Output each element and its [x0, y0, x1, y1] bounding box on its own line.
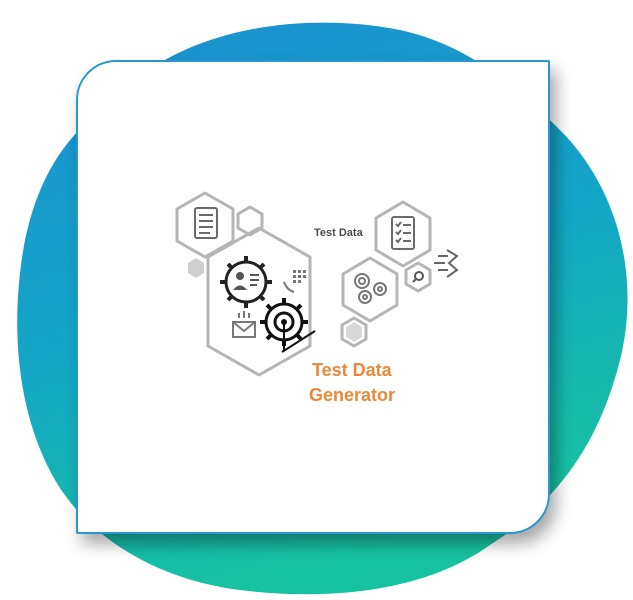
hexagon-outline — [404, 261, 432, 293]
mail-icon — [232, 311, 256, 338]
magnifier-icon — [412, 271, 424, 283]
hexagon-outline — [236, 205, 264, 237]
title-line-2: Generator — [309, 385, 396, 405]
user-profile-gear-icon — [220, 256, 272, 308]
target-gear-icon — [260, 298, 316, 353]
hexagon-dot — [346, 322, 362, 342]
data-flow-icon — [434, 249, 459, 278]
hexagon-outline — [206, 226, 312, 377]
user-icon — [233, 272, 259, 290]
title-line-1: Test Data — [312, 360, 392, 380]
hexagon-dot — [188, 258, 204, 278]
hexagon-outline — [374, 200, 432, 268]
phone-grid-icon — [283, 270, 306, 293]
document-icon — [194, 207, 218, 239]
multi-gear-icon — [354, 273, 387, 304]
hexagon-outline — [175, 191, 235, 259]
small-caption: Test Data — [314, 227, 363, 239]
hexagon-outline — [341, 256, 399, 323]
checklist-icon — [391, 216, 415, 250]
illustration-card — [76, 60, 550, 534]
hexagon-outline — [340, 316, 368, 348]
